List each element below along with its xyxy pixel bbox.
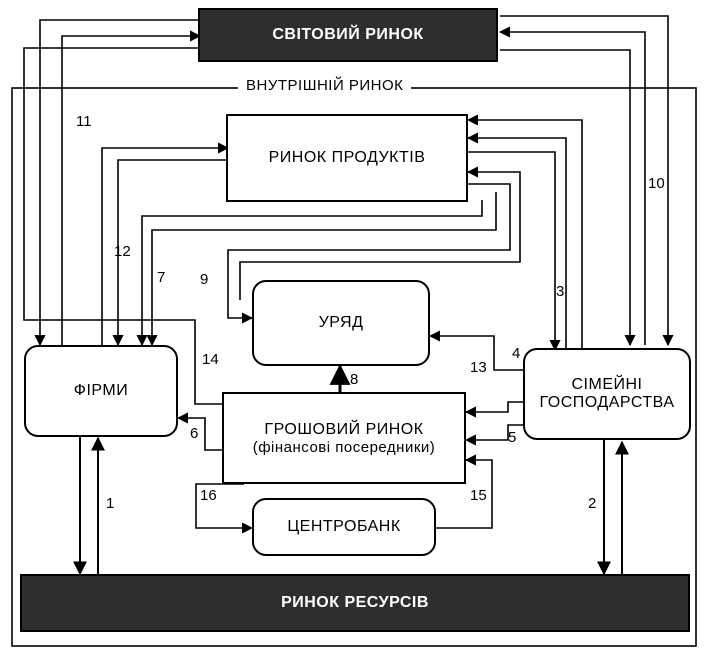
product-market-box: РИНОК ПРОДУКТІВ [226, 114, 468, 202]
flow-label-7: 7 [157, 269, 166, 286]
flow-line-households-to-products-a [466, 114, 583, 350]
firms-box: ФІРМИ [24, 345, 178, 437]
flow-label-4: 4 [512, 345, 521, 362]
flow-label-14: 14 [202, 351, 219, 368]
flow-line-government-to-products [239, 166, 521, 300]
flow-line-households-to-world [498, 26, 646, 345]
flow-label-8: 8 [350, 371, 359, 388]
flow-line-products-to-firms [112, 159, 228, 347]
world-market-label: СВІТОВИЙ РИНОК [272, 26, 424, 43]
flow-line-households-to-products-b [466, 132, 567, 350]
central-bank-box: ЦЕНТРОБАНК [252, 498, 436, 556]
flow-label-2: 2 [588, 495, 597, 512]
flow-line-products-to-government [227, 183, 511, 324]
flow-label-11: 11 [76, 113, 92, 130]
resource-market-box: РИНОК РЕСУРСІВ [20, 574, 690, 632]
flow-line-firms-to-money [194, 395, 224, 405]
flow-line-products-to-firms-b [136, 200, 483, 347]
money-market-label-2: (фінансові посередники) [252, 438, 436, 456]
flow-label-12: 12 [114, 243, 131, 260]
central-bank-label: ЦЕНТРОБАНК [287, 518, 401, 535]
flow-label-10: 10 [648, 175, 665, 192]
flow-line-money-to-firms [176, 412, 224, 451]
flow-label-16: 16 [200, 487, 217, 504]
households-box: СІМЕЙНІ ГОСПОДАРСТВА [523, 348, 691, 440]
flow-line-world-to-firms-b [23, 47, 200, 395]
resource-market-label: РИНОК РЕСУРСІВ [281, 594, 429, 611]
flow-label-13: 13 [470, 359, 487, 376]
flow-label-3: 3 [556, 283, 565, 300]
flow-line-households-to-government [428, 330, 525, 371]
flow-line-world-to-households-a [500, 15, 674, 347]
money-market-box: ГРОШОВИЙ РИНОК (фінансові посередники) [222, 392, 466, 484]
flow-line-products-to-firms-c [146, 192, 497, 347]
households-label-1: СІМЕЙНІ [571, 376, 643, 393]
flow-line-households-to-money-b [464, 424, 525, 446]
government-box: УРЯД [252, 280, 430, 366]
flow-line-households-to-money-a [464, 401, 525, 418]
flow-label-6: 6 [190, 425, 199, 442]
flow-line-world-to-households-b [500, 49, 636, 347]
firms-label: ФІРМИ [73, 382, 129, 399]
flow-label-5: 5 [508, 429, 517, 446]
flow-label-15: 15 [470, 487, 487, 504]
flow-line-money-to-central [195, 483, 254, 534]
flow-line-world-to-firms-a [34, 19, 200, 347]
flow-line-firms-to-world [61, 30, 202, 345]
flow-line-firms-to-products [101, 142, 230, 345]
world-market-box: СВІТОВИЙ РИНОК [198, 8, 498, 62]
flow-line-products-to-households [468, 151, 561, 352]
product-market-label: РИНОК ПРОДУКТІВ [268, 149, 426, 166]
government-label: УРЯД [318, 314, 364, 331]
flow-line-central-to-money [436, 454, 493, 529]
flow-label-9: 9 [200, 271, 209, 288]
domestic-market-label: ВНУТРІШНІЙ РИНОК [238, 77, 412, 95]
households-label-2: ГОСПОДАРСТВА [539, 394, 675, 411]
money-market-label-1: ГРОШОВИЙ РИНОК [264, 420, 424, 438]
flow-label-1: 1 [106, 495, 115, 512]
